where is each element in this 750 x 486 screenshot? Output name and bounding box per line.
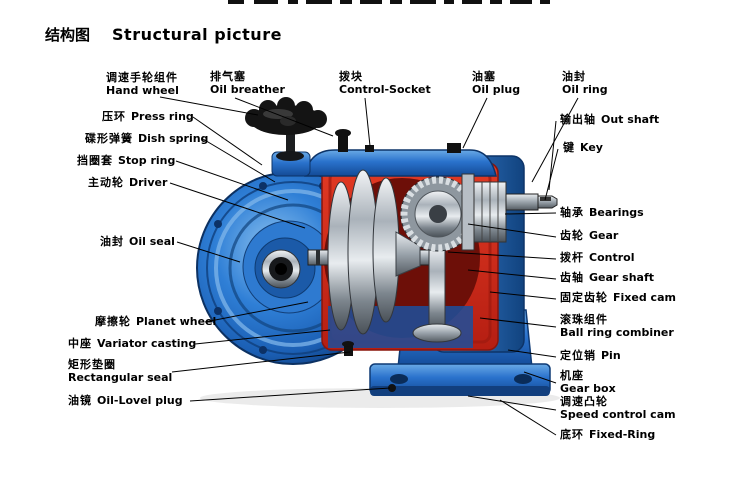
control-socket-part	[365, 145, 374, 152]
label-stop-ring-en: Stop ring	[118, 154, 176, 167]
label-key-zh: 键	[563, 141, 575, 154]
breather-plug	[338, 134, 348, 152]
label-dish-spring-en: Dish spring	[138, 132, 209, 145]
label-bearings-en: Bearings	[589, 206, 644, 219]
label-hand-wheel-en: Hand wheel	[106, 84, 179, 97]
label-oil-level-plug-en: Oil-Lovel plug	[97, 394, 183, 407]
label-gear: 齿轮 Gear	[560, 229, 618, 242]
label-gear-box-zh: 机座	[560, 369, 584, 382]
label-ball-ring-combiner: 滚珠组件 Ball ring combiner	[560, 313, 674, 339]
label-stop-ring: 挡圈套 Stop ring	[77, 154, 175, 167]
label-out-shaft-zh: 输出轴	[560, 113, 596, 126]
label-gear-box-en: Gear box	[560, 382, 616, 395]
label-bearings-zh: 轴承	[560, 206, 584, 219]
leader-lines	[159, 96, 579, 436]
label-oil-seal: 油封 Oil seal	[100, 235, 175, 248]
label-gear-shaft: 齿轴 Gear shaft	[560, 271, 654, 284]
friction-disc	[372, 177, 400, 323]
label-pin-en: Pin	[601, 349, 621, 362]
label-ball-ring-combiner-en: Ball ring combiner	[560, 326, 674, 339]
cone-hub	[395, 231, 421, 277]
label-speed-control-cam-zh: 调速凸轮	[560, 395, 608, 408]
label-oil-breather-zh: 排气塞	[210, 70, 246, 83]
label-oil-ring-en: Oil ring	[562, 83, 608, 96]
label-gear-en: Gear	[589, 229, 619, 242]
label-hand-wheel: 调速手轮组件 Hand wheel	[106, 71, 179, 97]
label-out-shaft-en: Out shaft	[601, 113, 660, 126]
vertical-gear-shaft	[428, 245, 446, 331]
label-control-socket-en: Control-Socket	[339, 83, 431, 96]
page-title-zh: 结构图	[45, 26, 91, 44]
label-out-shaft: 输出轴 Out shaft	[560, 113, 659, 126]
label-press-ring-en: Press ring	[131, 110, 194, 123]
page-title-en: Structural picture	[112, 25, 282, 44]
label-fixed-ring-zh: 底环	[560, 428, 584, 441]
label-dish-spring-zh: 碟形弹簧	[85, 132, 133, 145]
label-rectangular-seal: 矩形垫圈 Rectangular seal	[68, 358, 172, 384]
label-oil-level-plug: 油镜 Oil-Lovel plug	[68, 394, 183, 407]
label-oil-ring: 油封 Oil ring	[562, 70, 608, 96]
label-driver-en: Driver	[129, 176, 168, 189]
label-control-socket-zh: 拨块	[339, 70, 363, 83]
label-fixed-ring-en: Fixed-Ring	[589, 428, 656, 441]
label-fixed-cam: 固定齿轮 Fixed cam	[560, 291, 676, 304]
label-variator-casting-zh: 中座	[68, 337, 92, 350]
label-planet-wheel-en: Planet wheel	[136, 315, 217, 328]
label-oil-breather: 排气塞 Oil breather	[210, 70, 285, 96]
output-shaft	[505, 193, 539, 211]
label-press-ring: 压环 Press ring	[102, 110, 194, 123]
label-planet-wheel: 摩擦轮 Planet wheel	[95, 315, 216, 328]
top-crop-marks	[228, 0, 550, 4]
gear-part	[400, 176, 476, 252]
label-press-ring-zh: 压环	[102, 110, 126, 123]
label-oil-plug-zh: 油塞	[472, 70, 496, 83]
label-gear-box: 机座 Gear box	[560, 369, 616, 395]
oil-plug-part	[447, 143, 461, 153]
label-control: 拨杆 Control	[560, 251, 634, 264]
label-planet-wheel-zh: 摩擦轮	[95, 315, 131, 328]
bottom-bolt	[344, 344, 353, 356]
label-ball-ring-combiner-zh: 滚珠组件	[560, 313, 608, 326]
fittings	[335, 129, 461, 392]
label-fixed-cam-zh: 固定齿轮	[560, 291, 608, 304]
label-oil-seal-en: Oil seal	[129, 235, 175, 248]
output-shaft-assembly	[461, 173, 558, 251]
label-fixed-cam-en: Fixed cam	[613, 291, 676, 304]
label-variator-casting-en: Variator casting	[97, 337, 197, 350]
label-oil-plug-en: Oil plug	[472, 83, 521, 96]
label-oil-seal-zh: 油封	[100, 235, 124, 248]
label-pin: 定位销 Pin	[560, 349, 621, 362]
label-speed-control-cam: 调速凸轮 Speed control cam	[560, 395, 676, 421]
internals	[307, 169, 476, 343]
page-title: 结构图 Structural picture	[45, 24, 282, 45]
label-speed-control-cam-en: Speed control cam	[560, 408, 676, 421]
label-variator-casting: 中座 Variator casting	[68, 337, 196, 350]
label-key: 键 Key	[563, 141, 603, 154]
label-oil-plug: 油塞 Oil plug	[472, 70, 520, 96]
label-control-en: Control	[589, 251, 635, 264]
label-stop-ring-zh: 挡圈套	[77, 154, 113, 167]
label-gear-zh: 齿轮	[560, 229, 584, 242]
speed-cam-disc	[412, 323, 462, 343]
label-gear-shaft-en: Gear shaft	[589, 271, 655, 284]
label-oil-level-plug-zh: 油镜	[68, 394, 92, 407]
label-fixed-ring: 底环 Fixed-Ring	[560, 428, 655, 441]
label-rectangular-seal-zh: 矩形垫圈	[68, 358, 116, 371]
oil-level-plug-part	[388, 384, 396, 392]
label-driver: 主动轮 Driver	[88, 176, 167, 189]
label-control-zh: 拨杆	[560, 251, 584, 264]
label-oil-ring-zh: 油封	[562, 70, 586, 83]
label-key-en: Key	[580, 141, 603, 154]
label-bearings: 轴承 Bearings	[560, 206, 644, 219]
label-pin-zh: 定位销	[560, 349, 596, 362]
label-gear-shaft-zh: 齿轴	[560, 271, 584, 284]
housing-top	[304, 149, 497, 177]
label-rectangular-seal-en: Rectangular seal	[68, 371, 173, 384]
label-dish-spring: 碟形弹簧 Dish spring	[85, 132, 208, 145]
label-control-socket: 拨块 Control-Socket	[339, 70, 431, 96]
label-hand-wheel-zh: 调速手轮组件	[106, 71, 178, 84]
label-driver-zh: 主动轮	[88, 176, 124, 189]
label-oil-breather-en: Oil breather	[210, 83, 285, 96]
